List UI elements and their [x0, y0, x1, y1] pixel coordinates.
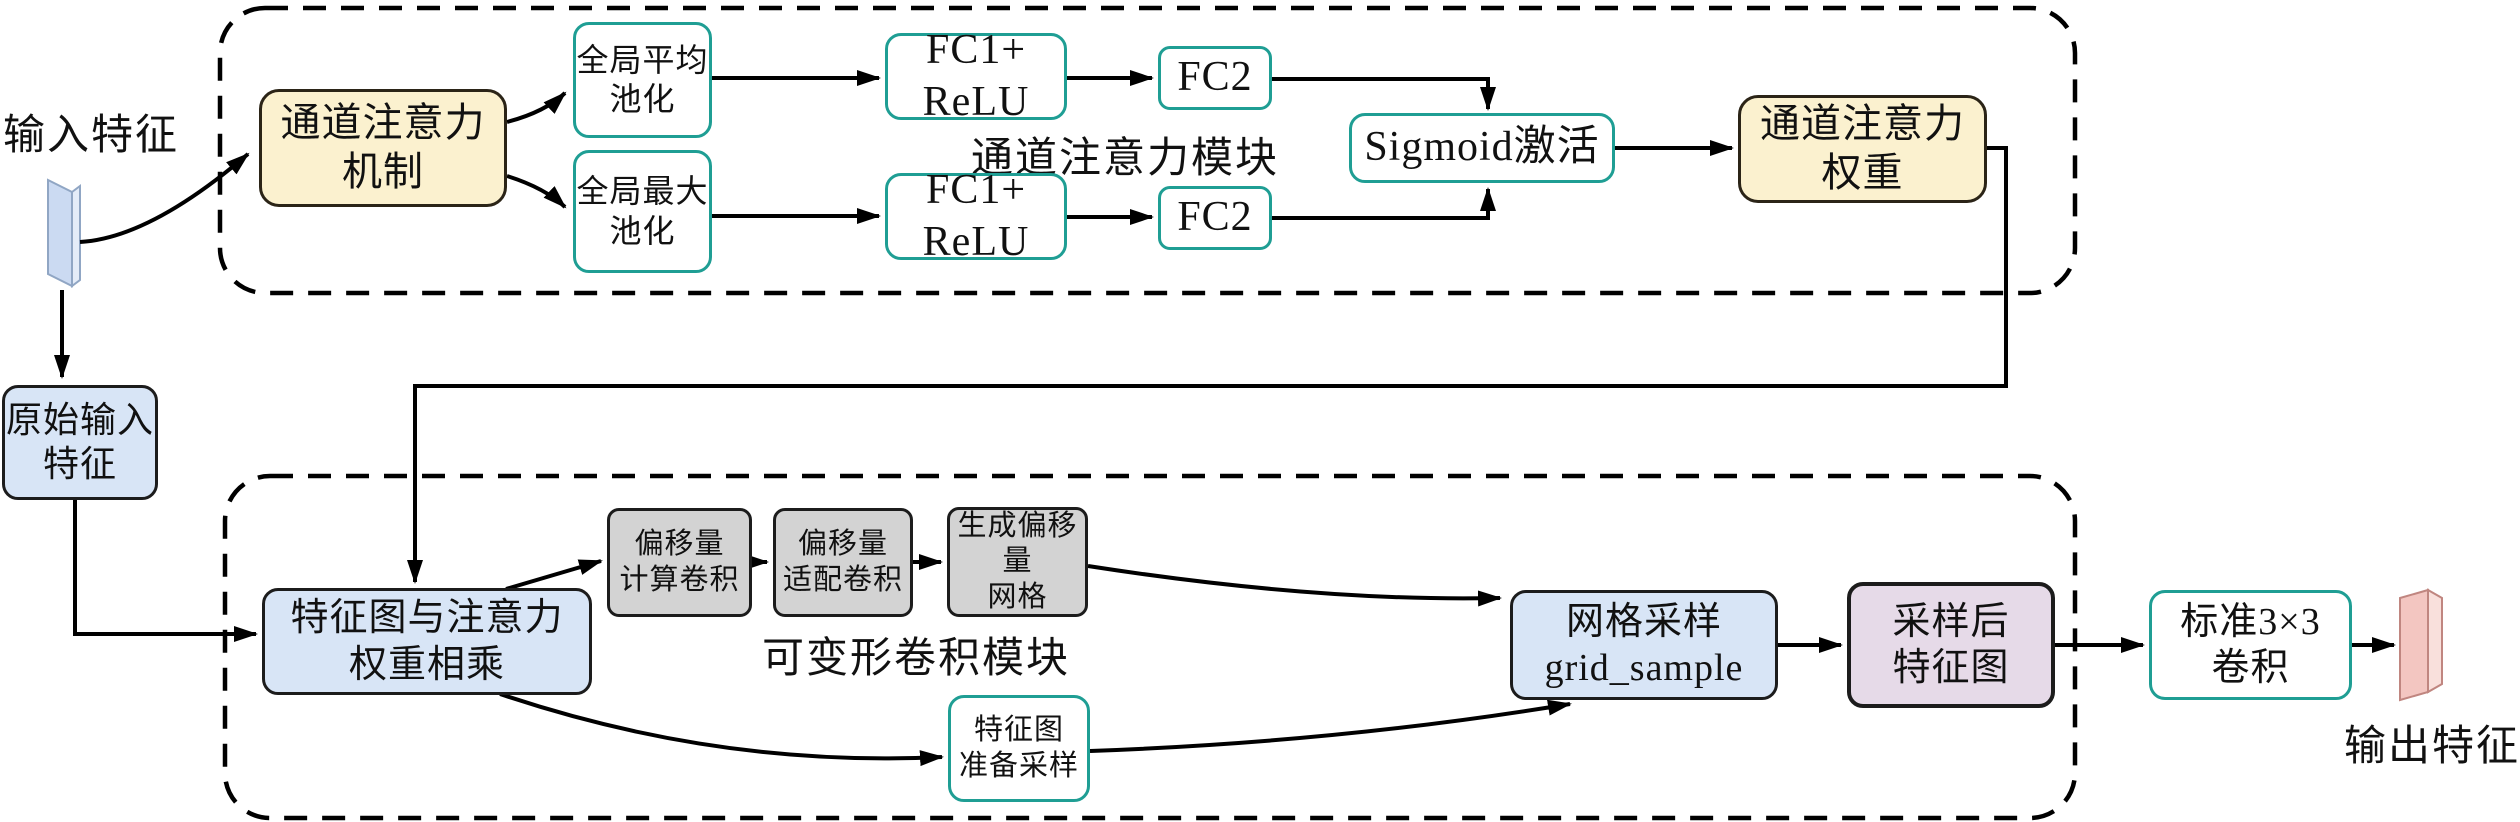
node-multiply-line2: 权重相乘 — [348, 643, 505, 686]
node-offset-grid-line1: 生成偏移量 — [957, 509, 1078, 578]
node-fm-prepare: 特征图 准备采样 — [948, 695, 1090, 802]
node-sampled-fm: 采样后 特征图 — [1847, 582, 2055, 708]
node-offset-adapt: 偏移量 适配卷积 — [773, 508, 913, 617]
node-fc1-relu-bottom: FC1+ ReLU — [885, 167, 1067, 265]
node-global-max-pool-line2: 池化 — [609, 212, 676, 249]
edge-fm-prepare-to-grid-sample — [1089, 699, 1572, 753]
input-feature-slab — [47, 178, 81, 288]
node-std-conv-line2: 卷积 — [2211, 647, 2290, 689]
node-fc2-top: FC2 — [1158, 46, 1272, 110]
node-raw-input: 原始输入 特征 — [2, 385, 158, 500]
node-grid-sample-line2: grid_sample — [1544, 647, 1744, 689]
node-grid-sample: 网格采样 grid_sample — [1510, 590, 1778, 700]
edge-raw-input-to-multiply — [73, 500, 258, 642]
node-ca-weight-line1: 通道注意力 — [1760, 101, 1965, 147]
node-global-max-pool: 全局最大 池化 — [573, 150, 712, 273]
edge-fc2-top-to-sigmoid — [1272, 77, 1496, 111]
input-feature-label: 输入特征 — [3, 112, 180, 159]
node-fc1-relu-bottom-line2: ReLU — [922, 218, 1030, 265]
node-ca-weight-line2: 权重 — [1821, 150, 1904, 195]
node-sigmoid: Sigmoid激活 — [1349, 113, 1615, 183]
node-sampled-fm-line2: 特征图 — [1892, 647, 2010, 689]
edge-ca-weight-to-multiply — [407, 146, 2008, 584]
node-offset-calc-line1: 偏移量 — [634, 528, 725, 561]
node-offset-adapt-line2: 适配卷积 — [782, 563, 903, 596]
edge-fc2-bottom-to-sigmoid — [1272, 187, 1496, 220]
node-multiply: 特征图与注意力 权重相乘 — [262, 588, 592, 695]
node-raw-input-line1: 原始输入 — [5, 399, 154, 440]
node-sampled-fm-line1: 采样后 — [1892, 600, 2010, 643]
edge-ca-mechanism-to-max-pool — [506, 174, 567, 209]
node-fm-prepare-line1: 特征图 — [973, 714, 1064, 747]
node-offset-calc-line2: 计算卷积 — [619, 563, 740, 596]
node-ca-weight: 通道注意力 权重 — [1738, 95, 1987, 203]
edge-ca-mechanism-to-avg-pool — [506, 91, 567, 124]
node-offset-adapt-line1: 偏移量 — [797, 528, 888, 561]
node-raw-input-line2: 特征 — [42, 443, 117, 484]
node-global-avg-pool: 全局平均 池化 — [573, 22, 712, 138]
node-ca-mechanism: 通道注意力 机制 — [259, 89, 507, 207]
node-ca-mechanism-line2: 机制 — [342, 149, 424, 194]
node-multiply-line1: 特征图与注意力 — [290, 597, 564, 640]
node-std-conv-line1: 标准3×3 — [2180, 600, 2321, 643]
node-grid-sample-line1: 网格采样 — [1565, 600, 1722, 643]
node-ca-mechanism-line1: 通道注意力 — [280, 100, 486, 146]
node-fm-prepare-line2: 准备采样 — [958, 749, 1079, 782]
node-fc2-bottom: FC2 — [1158, 186, 1272, 250]
deformable-conv-module-label: 可变形卷积模块 — [762, 635, 1071, 682]
node-sigmoid-line1: Sigmoid激活 — [1364, 124, 1600, 171]
node-fc1-relu-top-line1: FC1+ — [925, 27, 1027, 74]
edge-offset-grid-to-grid-sample — [1087, 564, 1502, 607]
edge-multiply-to-fm-prepare — [499, 692, 944, 767]
node-fc2-top-line1: FC2 — [1177, 54, 1253, 101]
node-fc2-bottom-line1: FC2 — [1177, 194, 1253, 241]
node-fc1-relu-top: FC1+ ReLU — [885, 27, 1067, 125]
node-offset-calc: 偏移量 计算卷积 — [607, 508, 752, 617]
node-offset-grid-line2: 网格 — [987, 580, 1048, 613]
node-global-max-pool-line1: 全局最大 — [576, 173, 709, 210]
output-feature-slab — [2399, 588, 2443, 702]
node-offset-grid: 生成偏移量 网格 — [947, 507, 1088, 617]
node-fc1-relu-top-line2: ReLU — [922, 78, 1030, 125]
channel-attention-container-border — [217, 5, 2078, 296]
node-global-avg-pool-line2: 池化 — [609, 81, 676, 117]
node-fc1-relu-bottom-line1: FC1+ — [925, 167, 1027, 214]
node-global-avg-pool-line1: 全局平均 — [576, 41, 709, 78]
output-feature-label: 输出特征 — [2344, 723, 2520, 770]
edge-multiply-to-offset-calc — [505, 559, 603, 591]
node-std-conv: 标准3×3 卷积 — [2149, 590, 2352, 700]
edge-input-to-ca-mechanism — [79, 152, 250, 244]
